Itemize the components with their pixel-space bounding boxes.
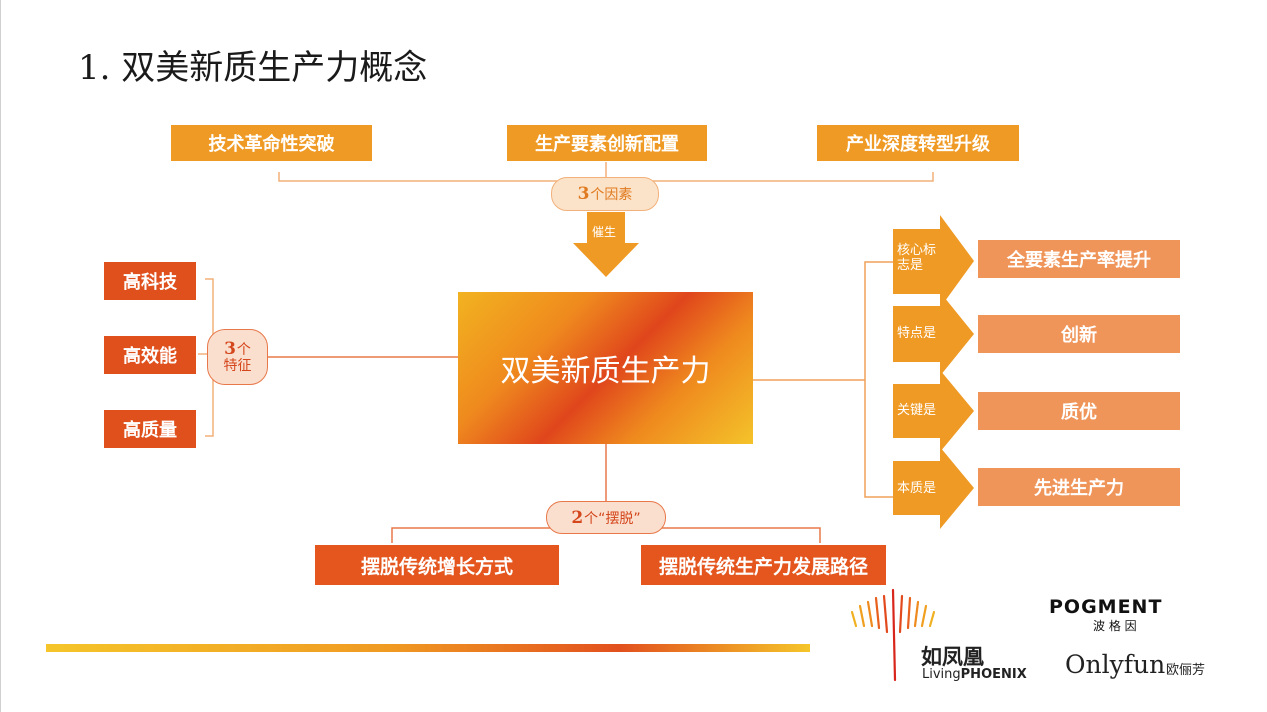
page-title: 1. 双美新质生产力概念 <box>78 48 428 88</box>
right-arrow-label-4: 本质是 <box>897 481 937 496</box>
features-pill: 3个 特征 <box>207 329 268 385</box>
feature-box-2: 高效能 <box>104 336 196 374</box>
factor-pill-text: 个因素 <box>590 187 633 203</box>
right-arrow-3 <box>893 370 974 452</box>
factor-box-2: 生产要素创新配置 <box>507 125 707 161</box>
onlyfun-logo-cn: 欧俪芳 <box>1166 663 1206 678</box>
factor-box-3: 产业深度转型升级 <box>817 125 1019 161</box>
phoenix-logo-en-1: Living <box>922 667 961 682</box>
footer-rule <box>46 644 810 652</box>
features-pill-text: 特征 <box>223 357 252 374</box>
phoenix-logo-en: LivingPHOENIX <box>922 667 1027 682</box>
birth-arrow <box>573 212 639 277</box>
feature-box-1: 高科技 <box>104 262 196 300</box>
right-value-box-1: 全要素生产率提升 <box>978 240 1180 278</box>
right-value-box-3: 质优 <box>978 392 1180 430</box>
right-arrow-2 <box>893 292 974 376</box>
right-value-box-2: 创新 <box>978 315 1180 353</box>
pogment-logo-en: POGMENT <box>1049 596 1163 618</box>
bottom-box-1: 摆脱传统增长方式 <box>315 545 559 585</box>
right-arrow-4 <box>893 447 974 529</box>
factor-box-1: 技术革命性突破 <box>171 125 372 161</box>
bottom-pill-number: 2 <box>571 507 584 528</box>
onlyfun-logo-en: Onlyfun <box>1065 650 1166 679</box>
phoenix-logo-en-2: PHOENIX <box>960 667 1027 682</box>
right-arrow-label-3: 关键是 <box>897 403 937 418</box>
phoenix-logo-cn: 如凤凰 <box>921 645 984 669</box>
feature-box-3: 高质量 <box>104 410 196 448</box>
right-arrow-label-2: 特点是 <box>897 326 937 341</box>
bottom-box-2: 摆脱传统生产力发展路径 <box>641 545 886 585</box>
right-arrow-label-1: 核心标志是 <box>897 243 937 273</box>
features-pill-unit: 个 <box>236 341 251 358</box>
features-pill-number: 3 <box>224 338 236 359</box>
pogment-logo-cn: 波 格 因 <box>1093 619 1137 633</box>
center-box: 双美新质生产力 <box>458 292 753 444</box>
factor-pill-number: 3 <box>577 184 590 204</box>
right-arrow-1 <box>893 215 974 308</box>
right-value-box-4: 先进生产力 <box>978 468 1180 506</box>
bottom-pill-text: 个“摆脱” <box>584 510 641 527</box>
page-left-border <box>0 0 1 712</box>
birth-label: 催生 <box>592 225 617 239</box>
